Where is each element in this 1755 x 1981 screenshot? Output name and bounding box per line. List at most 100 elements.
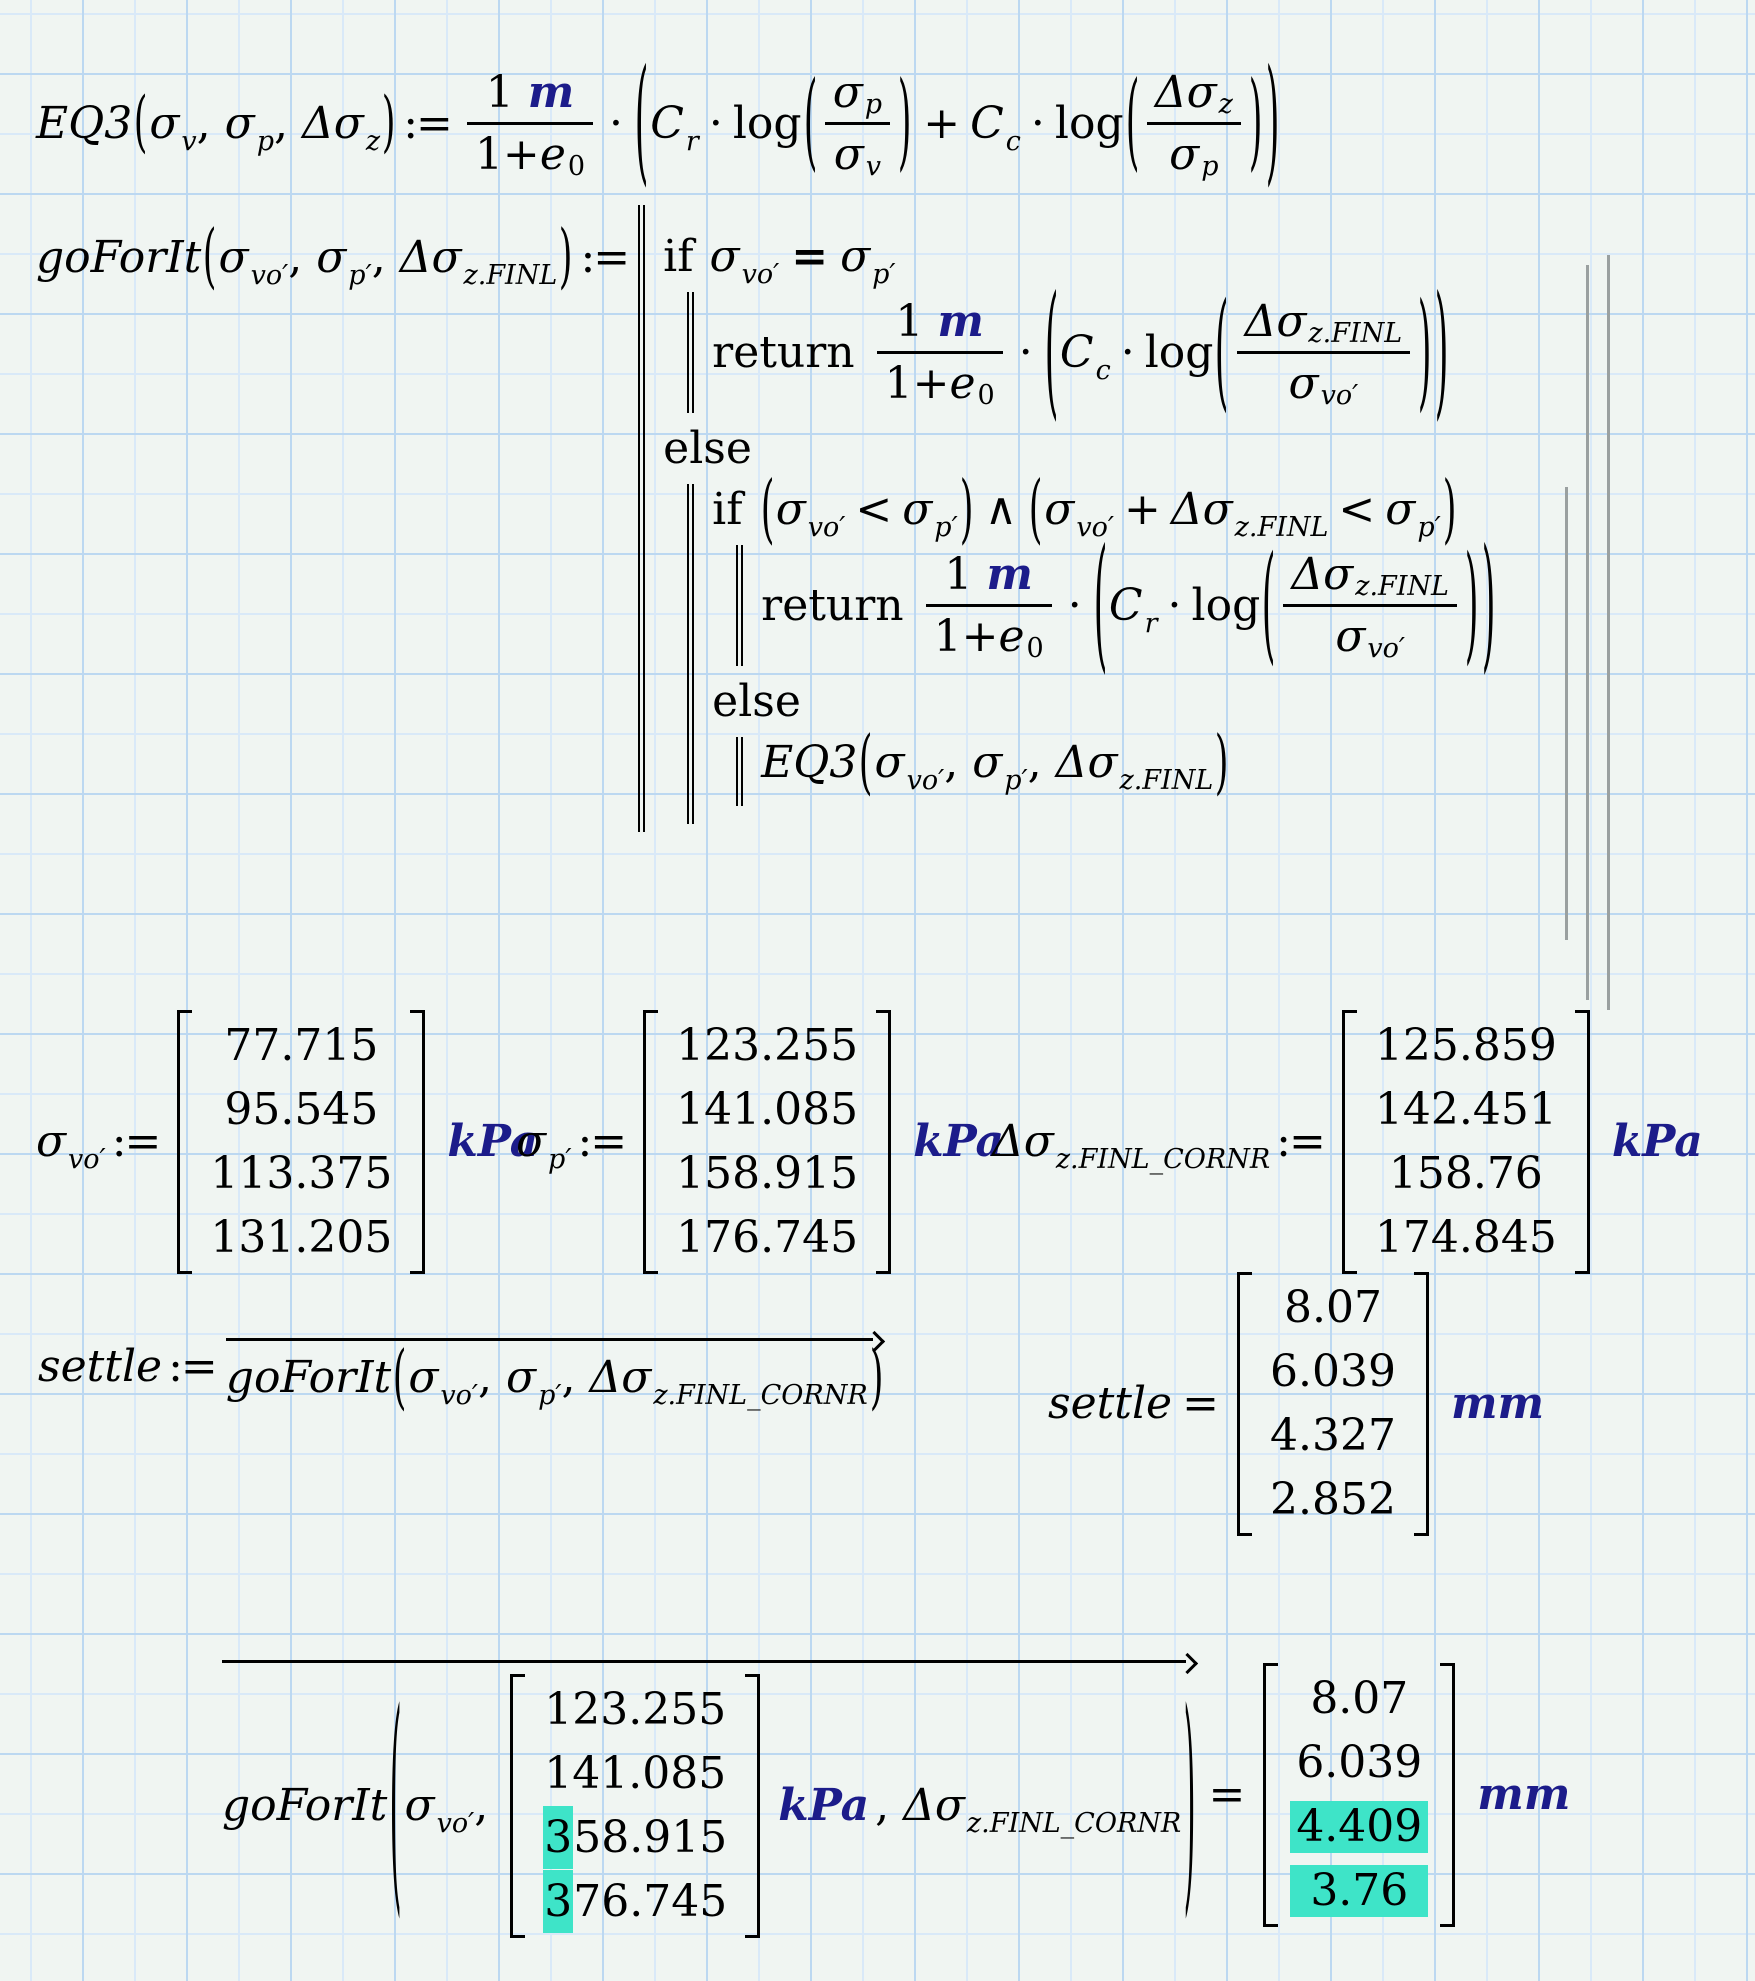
region-settle-definition[interactable]: settle := goForIt ( σvo′ , σp′ , Δσz.FIN… — [38, 1330, 885, 1412]
unit-m: m — [986, 549, 1033, 600]
var-sigma-vo-prime: σvo′ — [218, 231, 289, 291]
vectorize-arrow — [225, 1330, 885, 1348]
matrix-bracket-right — [1440, 1663, 1456, 1927]
matrix-cell: 376.745 — [537, 1869, 733, 1933]
matrix-cell: 77.715 — [224, 1020, 379, 1071]
var-sigma-p-prime: σp′ — [316, 231, 372, 291]
region-goforit-definition[interactable]: goForIt ( σvo′ , σp′ , Δσz.FINL ) := if … — [36, 205, 1497, 832]
var-sigma-p: σp — [224, 97, 275, 157]
var-sigma-p-prime: σp′ — [902, 484, 958, 544]
log-function: log — [732, 97, 802, 149]
region-dsigma-cornr-definition[interactable]: Δσz.FINL_CORNR := 125.859 142.451 158.76… — [992, 1010, 1703, 1274]
program-else-line-2: else — [712, 676, 801, 727]
var-delta-sigma-z-finl: Δσz.FINL — [1055, 737, 1214, 797]
fraction-bar — [466, 121, 594, 125]
paren-close: ) — [1464, 530, 1479, 678]
var-sigma-vo-prime: σvo′ — [404, 1780, 475, 1840]
paren-close-giant: ) — [1183, 1665, 1196, 1941]
matrix-bracket-right — [876, 1010, 892, 1274]
matrix-bracket-left — [1341, 1010, 1357, 1274]
paren-open-giant: ( — [389, 1665, 402, 1941]
matrix-cell: 158.76 — [1388, 1147, 1543, 1199]
comma: , — [875, 1780, 890, 1832]
assign-operator: := — [577, 1116, 627, 1168]
program-extent-bar-inner — [1565, 487, 1568, 940]
var-sigma-p-prime: σp′ — [506, 1352, 562, 1412]
assign-operator: := — [168, 1341, 218, 1392]
comma: , — [944, 737, 959, 788]
multiply-dot: · — [1067, 580, 1082, 631]
comma: , — [1027, 737, 1042, 788]
matrix-cell: 4.327 — [1269, 1409, 1396, 1461]
var-c-r: Cr — [650, 97, 699, 157]
less-than-operator: < — [855, 484, 893, 535]
assign-operator: := — [403, 97, 453, 149]
log-function: log — [1054, 97, 1124, 149]
program-extent-bar-outer — [1607, 255, 1610, 1010]
matrix-cell: 141.085 — [676, 1083, 859, 1135]
matrix-modified-sigma-p: 123.255 141.085 358.915 376.745 — [510, 1674, 761, 1938]
plus-operator: + — [1123, 484, 1161, 535]
matrix-cell: 123.255 — [676, 1020, 859, 1071]
region-goforit-evaluation[interactable]: goForIt ( σvo′ , 123.255 141.085 358.915… — [222, 1652, 1570, 1938]
var-sigma-vo-prime: σvo′ — [709, 231, 780, 291]
matrix-bracket-right — [745, 1674, 761, 1938]
matrix-cell: 176.745 — [676, 1211, 859, 1263]
region-settle-result[interactable]: settle = 8.07 6.039 4.327 2.852 mm — [1048, 1272, 1544, 1536]
paren-open-big: ( — [1044, 266, 1059, 435]
program-if-line-2: if ( σvo′ < σp′ ) ∧ ( σvo′ + Δσz.FINL < … — [712, 471, 1458, 546]
unit-kpa: kPa — [1611, 1116, 1703, 1168]
unit-m: m — [527, 66, 575, 118]
unit-mm: mm — [1450, 1378, 1545, 1430]
paren-close: ) — [1248, 60, 1263, 183]
assign-operator: := — [1276, 1116, 1326, 1168]
var-sigma-vo-prime: σvo′ — [874, 737, 945, 797]
unit-kpa: kPa — [447, 1116, 539, 1168]
var-sigma-p-prime: σp′ — [516, 1116, 572, 1176]
keyword-if: if — [712, 484, 743, 535]
matrix-cell: 125.859 — [1374, 1020, 1557, 1071]
unit-m: m — [937, 296, 984, 347]
var-c-r: Cr — [1108, 580, 1158, 640]
function-name-goforit: goForIt — [222, 1780, 388, 1832]
paren-close-big: ) — [1265, 42, 1280, 201]
keyword-else: else — [712, 676, 801, 727]
multiply-dot: · — [609, 97, 624, 149]
log-function: log — [1191, 580, 1261, 631]
function-name-eq3: EQ3 — [761, 737, 858, 788]
var-sigma-vo-prime: σvo′ — [408, 1352, 479, 1412]
function-name-goforit: goForIt — [36, 231, 202, 283]
var-sigma-v: σv — [149, 97, 197, 157]
program-if-line-1: if σvo′ = σp′ — [663, 231, 895, 291]
matrix-cell: 113.375 — [210, 1147, 393, 1199]
multiply-dot: · — [708, 97, 723, 149]
matrix-settle-result: 8.07 6.039 4.327 2.852 — [1236, 1272, 1429, 1536]
region-sigma-p-definition[interactable]: σp′ := 123.255 141.085 158.915 176.745 k… — [516, 1010, 1004, 1274]
var-settle: settle — [38, 1341, 163, 1392]
matrix-bracket-left — [510, 1674, 526, 1938]
paren-open: ( — [1028, 465, 1043, 552]
goforit-signature: goForIt ( σvo′ , σp′ , Δσz.FINL ) := — [36, 205, 638, 309]
comma: , — [474, 1780, 489, 1832]
matrix-bracket-right — [1413, 1272, 1429, 1536]
paren-close: ) — [558, 215, 573, 297]
matrix-bracket-left — [1236, 1272, 1252, 1536]
comma: , — [274, 97, 289, 149]
program-else-line-1: else — [663, 423, 752, 474]
region-sigma-vo-definition[interactable]: σvo′ := 77.715 95.545 113.375 131.205 kP… — [36, 1010, 538, 1274]
comma: , — [478, 1352, 493, 1403]
less-than-operator: < — [1338, 484, 1376, 535]
comma: , — [288, 231, 303, 283]
paren-close: ) — [1442, 465, 1457, 552]
paren-open: ( — [803, 60, 818, 183]
unit-kpa: kPa — [778, 1780, 870, 1832]
vectorize-arrow — [222, 1652, 1198, 1670]
